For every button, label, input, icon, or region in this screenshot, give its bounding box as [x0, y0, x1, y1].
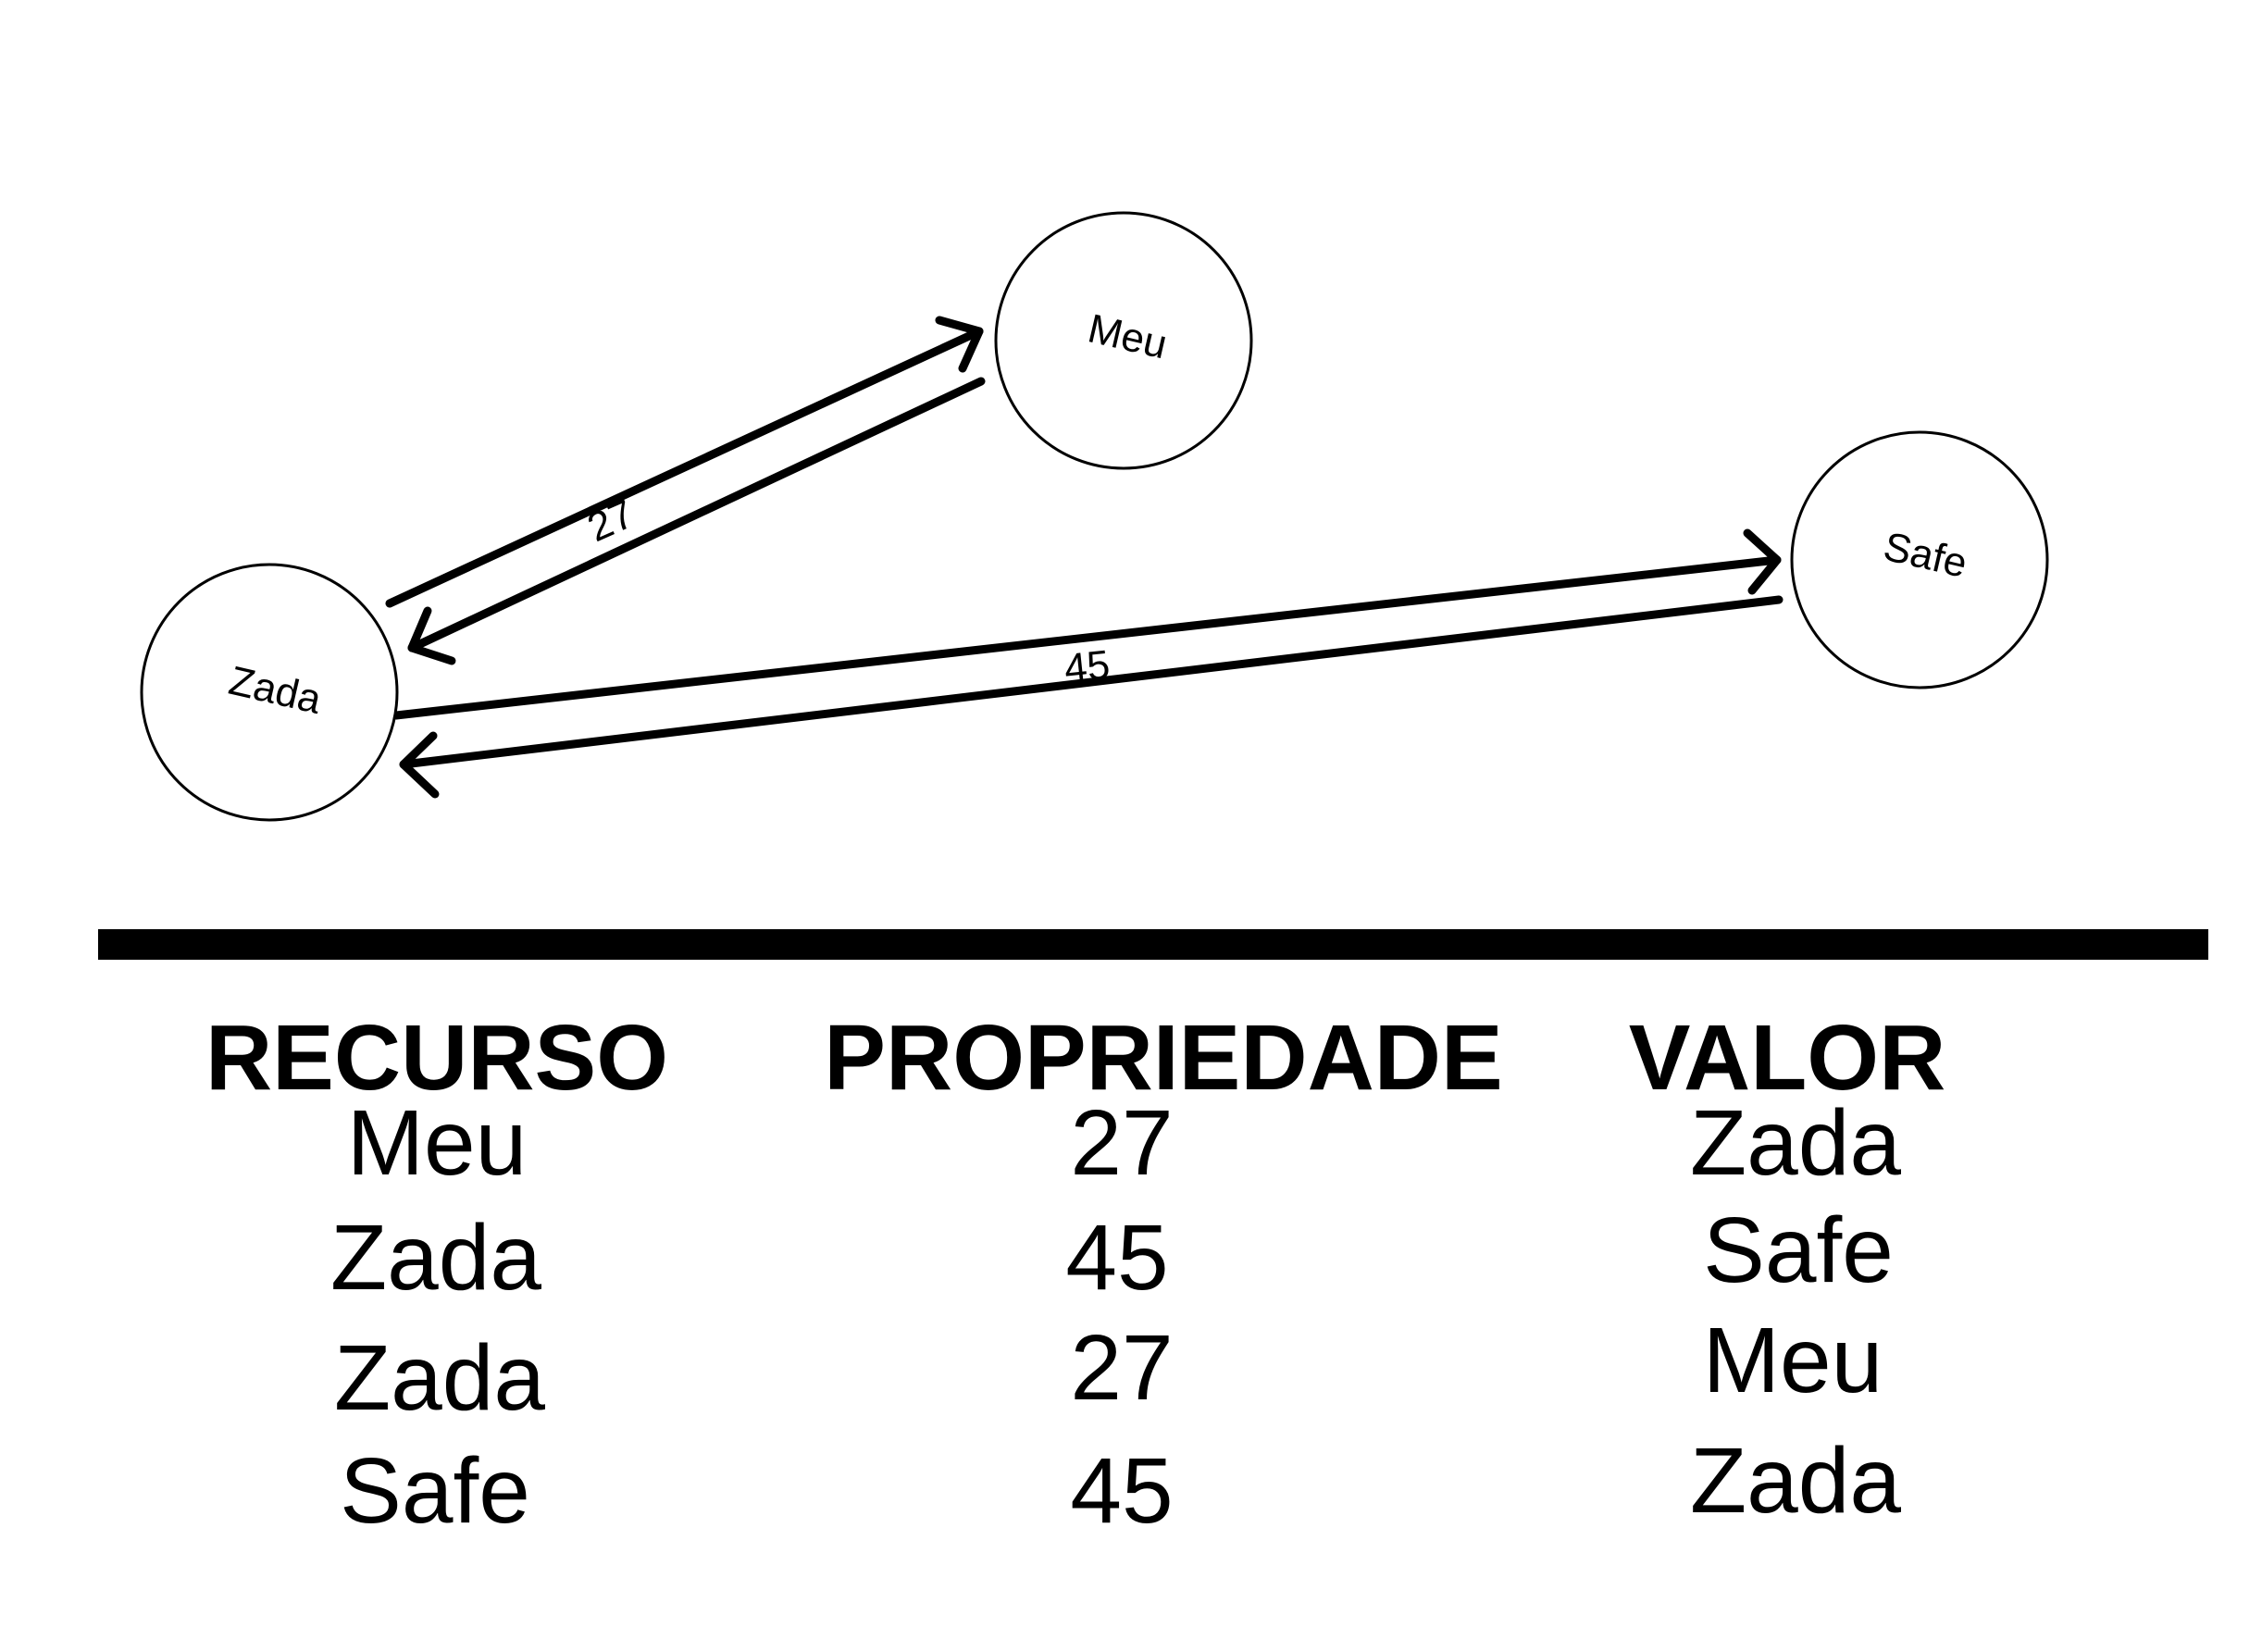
edge-zada-to-meu — [385, 316, 984, 608]
edge-meu-to-zada — [407, 377, 986, 665]
cell-resource-row2: Zada — [330, 1206, 541, 1310]
cell-value-row4: Zada — [1690, 1429, 1901, 1533]
node-meu: Meu — [994, 211, 1253, 470]
relationship-diagram: 27 45 Zada Meu Safe — [140, 211, 2049, 822]
cell-resource-row1: Meu — [346, 1091, 528, 1195]
cell-resource-row4: Safe — [340, 1439, 530, 1543]
node-zada: Zada — [140, 563, 399, 822]
cell-value-row2: Safe — [1703, 1199, 1894, 1302]
cell-resource-row3: Zada — [334, 1326, 545, 1430]
header-value: VALOR — [1628, 1006, 1946, 1110]
cell-property-row3: 27 — [1070, 1316, 1174, 1420]
header-resource: RECURSO — [205, 1006, 669, 1110]
cell-property-row2: 45 — [1065, 1206, 1169, 1310]
cell-property-row4: 45 — [1070, 1439, 1174, 1543]
edge-zada-to-safe — [392, 528, 1782, 720]
header-property: PROPRIEDADE — [824, 1006, 1503, 1110]
cell-value-row3: Meu — [1702, 1309, 1883, 1412]
cell-property-row1: 27 — [1070, 1091, 1174, 1195]
edge-safe-to-zada — [399, 595, 1784, 799]
section-divider — [98, 929, 2208, 960]
edge-label-zada-safe: 45 — [1063, 642, 1112, 692]
node-safe: Safe — [1790, 430, 2049, 689]
cell-value-row1: Zada — [1690, 1091, 1901, 1195]
